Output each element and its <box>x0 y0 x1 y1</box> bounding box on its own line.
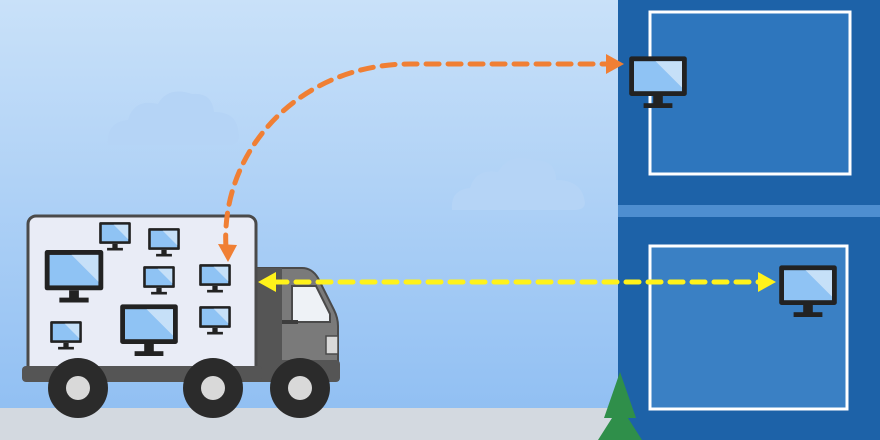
cloud-icon <box>451 157 585 210</box>
pine-tree-icon <box>598 372 642 440</box>
floor-divider <box>618 205 880 217</box>
truck-wheel-rear <box>48 358 108 418</box>
truck-wheel-front <box>270 358 330 418</box>
cloud-icon <box>107 91 239 145</box>
upper-floor-window <box>648 10 852 176</box>
yellow-dashed-bidirectional-arrow <box>258 272 776 292</box>
orange-dashed-bidirectional-arrow <box>218 54 624 262</box>
truck-wheel-middle <box>183 358 243 418</box>
